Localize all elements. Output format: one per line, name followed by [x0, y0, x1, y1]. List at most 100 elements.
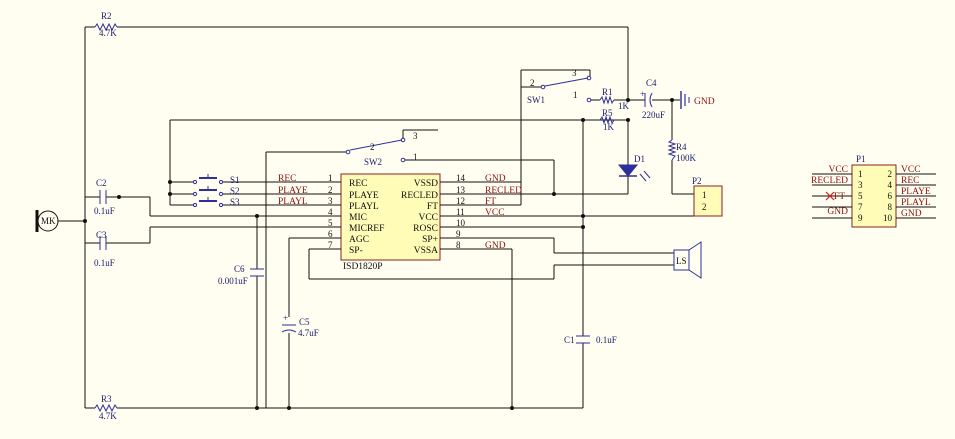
p1-pin-7: 7: [858, 202, 863, 212]
p1-pin-1: 1: [858, 169, 863, 179]
ic-pin-num-9: 9: [456, 229, 461, 239]
p1-pin-3: 3: [858, 180, 863, 190]
sw1-pin3: 3: [572, 68, 577, 78]
net-playe-left: PLAYE: [278, 186, 308, 196]
ic-pin-num-11: 11: [456, 207, 465, 217]
net-ft-right: FT: [485, 197, 496, 207]
capacitor-c4: C4 + 220uF: [640, 78, 680, 120]
junction-dots: [83, 98, 674, 410]
push-button-s1: S1: [192, 174, 240, 185]
ic-pin-name-playl: PLAYL: [349, 202, 379, 212]
led-d1: D1: [617, 154, 651, 182]
p1-net-5: FT: [834, 192, 845, 202]
ic-pin-num-7: 7: [328, 240, 333, 250]
ground-symbol: GND: [680, 91, 715, 109]
r4-value: 100K: [676, 153, 697, 163]
c2-value: 0.1uF: [94, 206, 115, 216]
ic-pin-name-micref: MICREF: [349, 224, 384, 234]
switch-sw2: 2 3 1 SW2: [265, 129, 555, 408]
r2-value: 4.7K: [99, 28, 117, 38]
speaker-label: LS: [676, 256, 687, 266]
resistor-r3: R3 4.7K: [94, 394, 118, 421]
push-button-s3: S3: [192, 197, 240, 208]
wires-rails: [84, 26, 629, 409]
sw2-pin1: 1: [413, 152, 418, 162]
r5-value: 1K: [603, 122, 615, 132]
ic-pin-num-10: 10: [456, 218, 466, 228]
net-gnd-vssd: GND: [485, 174, 506, 184]
ic-pin-name-vssa: VSSA: [414, 246, 438, 256]
c1-value: 0.1uF: [596, 335, 617, 345]
p1-ref: P1: [856, 154, 866, 164]
net-playl-left: PLAYL: [278, 197, 308, 207]
sw1-pin1: 1: [573, 90, 578, 100]
resistor-r2: R2 4.7K: [94, 11, 118, 38]
ic-pin-name-agc: AGC: [349, 235, 369, 245]
ic-pin-name-mic: MIC: [349, 213, 367, 223]
no-connect-icon: [825, 191, 835, 201]
c4-value: 220uF: [642, 110, 665, 120]
c6-value: 0.001uF: [218, 276, 248, 286]
p1-net-1: VCC: [828, 165, 848, 175]
wires-buttons: [169, 119, 628, 206]
connector-p2: P2 1 2: [692, 176, 723, 217]
ic-pin-num-5: 5: [328, 218, 333, 228]
ic-pin-name-rec: REC: [349, 179, 367, 189]
ic-pin-name-playe: PLAYE: [349, 191, 379, 201]
c2-ref: C2: [96, 178, 107, 188]
p1-pin-4: 4: [888, 180, 893, 190]
p1-net-2: VCC: [901, 165, 921, 175]
ic-pin-name-recled: RECLED: [401, 191, 438, 201]
wires-ic: [256, 181, 674, 408]
p1-pin-9: 9: [858, 213, 863, 223]
header-p1: P1 VCC RECLED FT GND 1 3 5 7 9 2 4 6: [811, 154, 936, 228]
p1-pin-2: 2: [888, 169, 893, 179]
r2-ref: R2: [101, 11, 112, 21]
ic-pin-name-sp-minus: SP-: [349, 246, 363, 256]
s1-ref: S1: [230, 175, 240, 185]
resistor-r5: R5 1K: [583, 108, 628, 132]
ic-pin-num-1: 1: [328, 173, 333, 183]
capacitor-c1: C1 0.1uF: [564, 335, 617, 345]
capacitor-c5: + C5 4.7uF: [281, 313, 319, 338]
ic-pin-num-3: 3: [328, 196, 333, 206]
c5-plus: +: [283, 313, 288, 323]
net-recled-right: RECLED: [485, 186, 522, 196]
r3-value: 4.7K: [99, 411, 117, 421]
ic-pin-name-rosc: ROSC: [413, 224, 438, 234]
ic-pin-num-13: 13: [456, 185, 466, 195]
p1-pin-6: 6: [888, 191, 893, 201]
ic-pin-num-4: 4: [328, 207, 333, 217]
net-rec-left: REC: [278, 174, 296, 184]
sw1-pin2: 2: [530, 78, 535, 88]
capacitor-c2: C2 0.1uF: [94, 178, 115, 216]
r3-ref: R3: [101, 394, 112, 404]
net-vcc-right: VCC: [485, 208, 505, 218]
ic-pin-name-vcc: VCC: [418, 213, 438, 223]
ic-pin-num-8: 8: [456, 240, 461, 250]
wires-mic: [84, 196, 330, 244]
mic-label: MK: [41, 216, 56, 226]
p1-pin-10: 10: [883, 213, 893, 223]
sw2-pin2: 2: [370, 142, 375, 152]
c5-value: 4.7uF: [298, 328, 319, 338]
c5-ref: C5: [299, 317, 310, 327]
p1-pin-8: 8: [888, 202, 893, 212]
p1-net-10: GND: [901, 209, 922, 219]
push-button-s2: S2: [192, 186, 240, 197]
p2-pin2: 2: [702, 202, 707, 212]
c1-ref: C1: [564, 335, 575, 345]
wires-right: [440, 100, 695, 336]
resistor-r4: R4 100K: [667, 139, 697, 163]
ic-isd1820p: ISD1820P REC PLAYE PLAYL MIC MICREF AGC …: [278, 173, 522, 272]
r1-ref: R1: [602, 87, 613, 97]
p1-net-8: PLAYL: [901, 198, 931, 208]
sw2-ref: SW2: [364, 157, 382, 167]
microphone-mk: MK: [35, 210, 85, 232]
ic-pin-num-6: 6: [328, 229, 333, 239]
r5-ref: R5: [602, 108, 613, 118]
p2-ref: P2: [692, 176, 702, 186]
capacitor-c6: C6 0.001uF: [218, 264, 264, 286]
ic-pin-name-ft: FT: [427, 202, 438, 212]
